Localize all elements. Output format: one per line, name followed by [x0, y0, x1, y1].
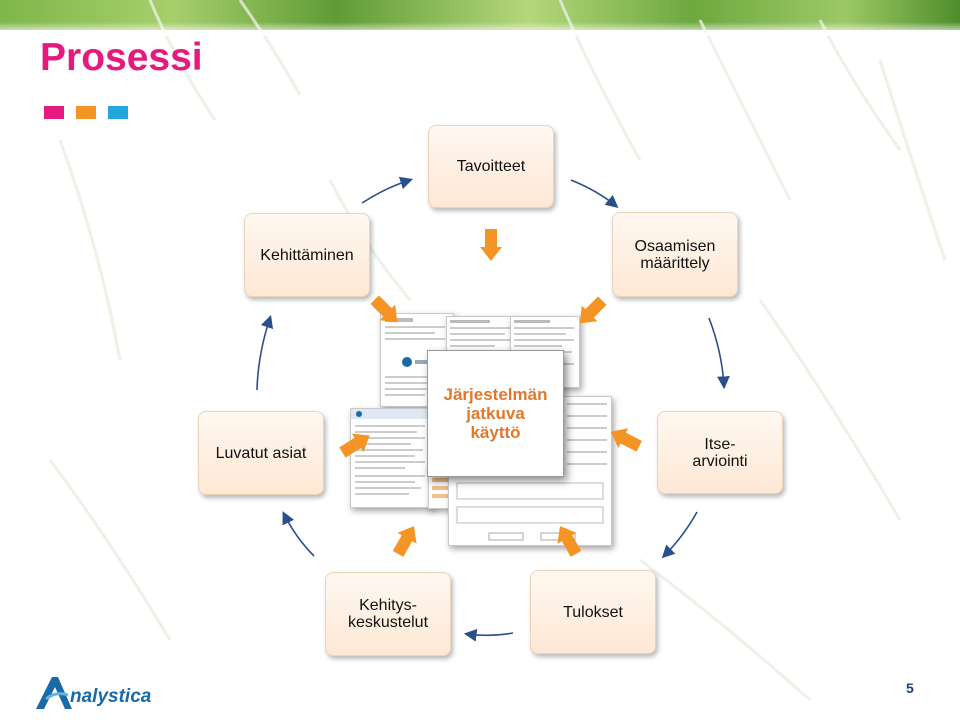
input-arrow-luvatut: [339, 433, 370, 458]
grass-fade: [0, 22, 960, 36]
node-luvatut-asiat: Luvatut asiat: [198, 411, 324, 495]
document-lines: [385, 318, 445, 396]
document-lines: [351, 409, 433, 495]
cycle-arrow-tulokset-to-kehityskeskustelut: [463, 628, 514, 642]
node-osaamisen-maarittely: Osaamisen määrittely: [612, 212, 738, 297]
cycle-arrow-kehittaminen-to-tavoitteet: [361, 176, 414, 204]
node-tavoitteet: Tavoitteet: [428, 125, 554, 208]
input-arrow-tavoitteet: [480, 229, 502, 261]
node-itsearviointi: Itse- arviointi: [657, 411, 783, 494]
node-label: Itse- arviointi: [692, 435, 748, 470]
page-number: 5: [906, 680, 914, 696]
node-label: Tavoitteet: [456, 158, 526, 175]
node-label: Luvatut asiat: [215, 444, 307, 462]
logo-text: nalystica: [70, 686, 152, 707]
node-kehityskeskustelut: Kehitys- keskustelut: [325, 572, 451, 656]
cycle-arrow-itsearviointi-to-tulokset: [661, 511, 698, 559]
cycle-arrow-kehityskeskustelut-to-luvatut: [282, 511, 315, 557]
input-arrow-osaamisen: [579, 296, 607, 324]
analystica-logo-icon: [36, 677, 72, 709]
node-tulokset: Tulokset: [530, 570, 656, 654]
node-label: Kehittäminen: [260, 246, 354, 264]
center-label: Järjestelmän jatkuva käyttö: [443, 385, 548, 442]
document-thumbnail: [350, 408, 434, 508]
accent-square-blue: [108, 106, 128, 119]
slide-title: Prosessi: [40, 36, 203, 79]
cycle-arrow-luvatut-to-kehittaminen: [256, 314, 274, 391]
input-arrow-itsearviointi: [610, 428, 642, 452]
node-label: Tulokset: [563, 603, 623, 621]
accent-square-orange: [76, 106, 96, 119]
center-system-box: Järjestelmän jatkuva käyttö: [427, 350, 564, 477]
node-label: Osaamisen määrittely: [634, 237, 716, 272]
document-lines: [456, 403, 607, 541]
accent-square-magenta: [44, 106, 64, 119]
cycle-arrow-osaamisen-to-itsearviointi: [708, 317, 730, 390]
cycle-arrow-tavoitteet-to-osaamisen: [570, 179, 619, 209]
input-arrow-kehittaminen: [370, 295, 398, 323]
node-kehittaminen: Kehittäminen: [244, 213, 370, 297]
node-label: Kehitys- keskustelut: [347, 597, 429, 631]
input-arrow-tulokset: [557, 526, 582, 557]
input-arrow-kehityskeskustelut: [392, 526, 417, 557]
